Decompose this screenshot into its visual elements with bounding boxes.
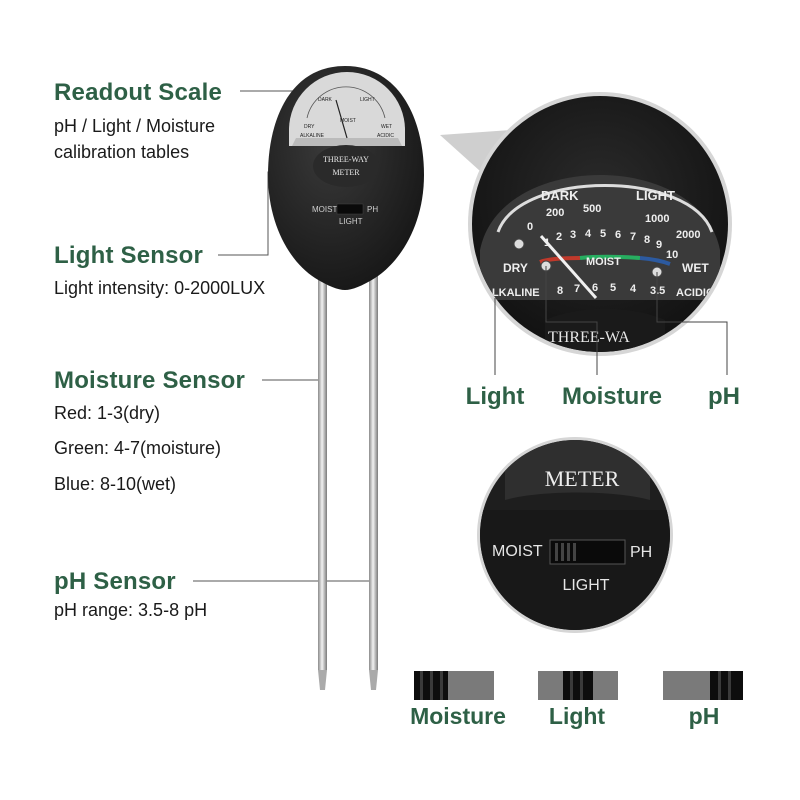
zoom-brand-fragment: THREE-WA bbox=[548, 329, 630, 346]
probes bbox=[318, 270, 378, 690]
lux-tick: 500 bbox=[583, 203, 601, 215]
lux-tick: 0 bbox=[527, 221, 533, 233]
zoom-dark-label: DARK bbox=[541, 188, 579, 203]
meter-switch-left: MOIST bbox=[312, 205, 337, 214]
ph-sensor-desc: pH range: 3.5-8 pH bbox=[54, 600, 208, 620]
moisture-sensor-title: Moisture Sensor bbox=[54, 367, 246, 394]
moist-green-band bbox=[579, 254, 641, 260]
zoom-label-moisture: Moisture bbox=[562, 383, 662, 410]
moist-num: 7 bbox=[630, 231, 636, 243]
zoom-leader-lines bbox=[494, 266, 728, 375]
zoom-wet-label: WET bbox=[682, 261, 709, 275]
ph-num: 6 bbox=[592, 282, 598, 294]
switch-position-label-light: Light bbox=[549, 703, 606, 729]
ph-num: 3.5 bbox=[650, 285, 665, 297]
lux-tick: 1000 bbox=[645, 213, 669, 225]
meter-switch-bottom: LIGHT bbox=[339, 217, 363, 226]
zoom-switch-right: PH bbox=[630, 544, 652, 561]
zoom-needle bbox=[539, 235, 598, 299]
switch-position-label-ph: pH bbox=[689, 703, 720, 729]
zoom-switch-circle: METER MOIST PH LIGHT bbox=[477, 437, 673, 633]
zoom-acidic-label: ACIDIC bbox=[676, 287, 714, 299]
moist-num: 3 bbox=[570, 229, 576, 241]
moist-num: 5 bbox=[600, 228, 606, 240]
zoom-switch-brand: METER bbox=[545, 466, 620, 491]
meter-switch-right: PH bbox=[367, 205, 378, 214]
moist-num: 9 bbox=[656, 239, 662, 251]
ph-num: 4 bbox=[630, 283, 637, 295]
switch-position-label-moisture: Moisture bbox=[410, 703, 506, 729]
svg-text:WET: WET bbox=[381, 124, 392, 130]
moist-num: 2 bbox=[556, 231, 562, 243]
moist-num: 4 bbox=[585, 228, 592, 240]
zoom-moist-label: MOIST bbox=[586, 256, 621, 268]
moist-num: 8 bbox=[644, 234, 650, 246]
readout-scale-title: Readout Scale bbox=[54, 79, 222, 106]
moisture-desc-green: Green: 4-7(moisture) bbox=[54, 438, 222, 458]
light-sensor-title: Light Sensor bbox=[54, 242, 204, 269]
svg-text:LIGHT: LIGHT bbox=[360, 97, 375, 103]
meter-mode-switch[interactable] bbox=[336, 203, 364, 215]
zoom-dial-circle: DARK LIGHT 0 200 500 1000 2000 1 2 3 4 5… bbox=[468, 92, 732, 356]
lux-tick: 2000 bbox=[676, 229, 700, 241]
lux-tick: 200 bbox=[546, 207, 564, 219]
ph-num: 5 bbox=[610, 282, 616, 294]
moisture-desc-red: Red: 1-3(dry) bbox=[54, 403, 161, 423]
zoom-label-ph: pH bbox=[708, 383, 740, 410]
moist-num: 6 bbox=[615, 229, 621, 241]
ph-sensor-title: pH Sensor bbox=[54, 568, 176, 595]
switch-position-light bbox=[538, 671, 618, 700]
zoom-dry-label: DRY bbox=[503, 261, 528, 275]
readout-scale-desc-1: pH / Light / Moisture bbox=[54, 116, 216, 136]
moisture-desc-blue: Blue: 8-10(wet) bbox=[54, 474, 177, 494]
svg-text:MOIST: MOIST bbox=[340, 118, 356, 124]
moist-num: 10 bbox=[666, 249, 678, 261]
svg-text:ACIDIC: ACIDIC bbox=[377, 133, 394, 139]
ph-num: 8 bbox=[557, 285, 563, 297]
zoom-switch-bottom: LIGHT bbox=[562, 577, 609, 594]
zoom-alkaline-label: ALKALINE bbox=[484, 287, 540, 299]
light-sensor-desc: Light intensity: 0-2000LUX bbox=[54, 278, 266, 298]
readout-scale-desc-2: calibration tables bbox=[54, 142, 190, 162]
moist-blue-band bbox=[639, 256, 671, 266]
zoom-label-light: Light bbox=[466, 383, 525, 410]
zoom-switch-left: MOIST bbox=[492, 543, 543, 560]
zoom-ph-numbers: 8 7 6 5 4 3.5 bbox=[557, 282, 665, 297]
zoom-light-label: LIGHT bbox=[636, 188, 675, 203]
svg-text:ALKALINE: ALKALINE bbox=[300, 133, 325, 139]
switch-position-moisture bbox=[414, 671, 494, 700]
meter-body: DARK LIGHT DRY MOIST WET ALKALINE ACIDIC… bbox=[268, 66, 424, 290]
meter-brand-line1: THREE-WAY bbox=[323, 155, 369, 164]
meter-brand-line2: METER bbox=[332, 168, 360, 177]
svg-text:DRY: DRY bbox=[304, 124, 315, 130]
ph-num: 7 bbox=[574, 283, 580, 295]
switch-position-ph bbox=[663, 671, 743, 700]
zoom-lux-ticks: 0 200 500 1000 2000 bbox=[527, 203, 700, 241]
svg-text:DARK: DARK bbox=[318, 97, 333, 103]
